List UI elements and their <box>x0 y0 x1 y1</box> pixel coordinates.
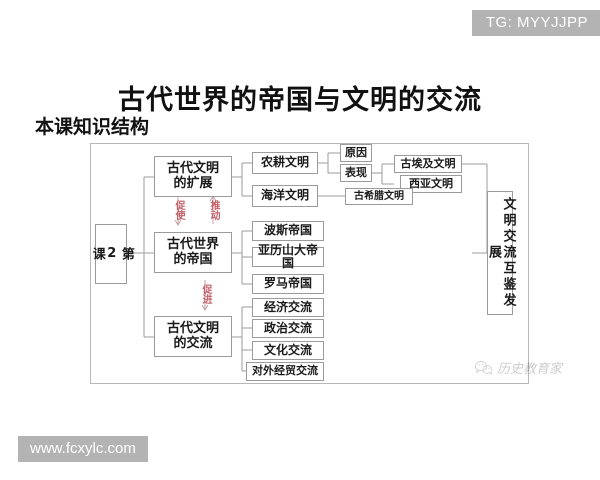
node-alexander-empire[interactable]: 亚历山大帝国 <box>252 243 324 270</box>
relation-label-cuishi: 促使 <box>173 200 184 220</box>
node-ancient-greece-civilization[interactable]: 古希腊文明 <box>345 188 413 205</box>
node-farming-civilization[interactable]: 农耕文明 <box>252 152 318 174</box>
page-subtitle: 本课知识结构 <box>35 116 150 138</box>
node-lesson-root[interactable]: 第 2 课 <box>90 224 134 284</box>
node-ancient-egypt-civilization[interactable]: 古埃及文明 <box>394 155 462 173</box>
node-political-exchange[interactable]: 政治交流 <box>252 319 324 338</box>
node-ancient-world-empires[interactable]: 古代世界 的帝国 <box>154 232 232 273</box>
node-west-asia-civilization[interactable]: 西亚文明 <box>400 175 462 193</box>
telegram-watermark: TG: MYYJJPP <box>471 10 600 36</box>
node-cultural-exchange[interactable]: 文化交流 <box>252 341 324 360</box>
node-manifestation[interactable]: 表现 <box>340 164 372 182</box>
node-economic-exchange[interactable]: 经济交流 <box>252 298 324 317</box>
node-ancient-civilization-expansion[interactable]: 古代文明 的扩展 <box>154 156 232 197</box>
node-foreign-trade-exchange[interactable]: 对外经贸交流 <box>246 362 324 381</box>
relation-label-tuidong: 推动 <box>208 200 219 220</box>
node-ocean-civilization[interactable]: 海洋文明 <box>252 185 318 207</box>
wechat-icon <box>474 360 493 375</box>
website-watermark: www.fcxylc.com <box>18 436 148 462</box>
node-conclusion-civilization-exchange[interactable]: 文明交流互鉴发展 <box>486 191 516 315</box>
page-title: 古代世界的帝国与文明的交流 <box>118 85 482 116</box>
node-cause[interactable]: 原因 <box>340 144 372 162</box>
wechat-account-name: 历史教育家 <box>497 362 563 377</box>
node-roman-empire[interactable]: 罗马帝国 <box>252 274 324 294</box>
wechat-watermark: 历史教育家 <box>474 358 562 377</box>
relation-label-cujin: 促进 <box>200 284 211 304</box>
node-persian-empire[interactable]: 波斯帝国 <box>252 221 324 241</box>
node-ancient-civilization-exchange[interactable]: 古代文明 的交流 <box>154 316 232 357</box>
